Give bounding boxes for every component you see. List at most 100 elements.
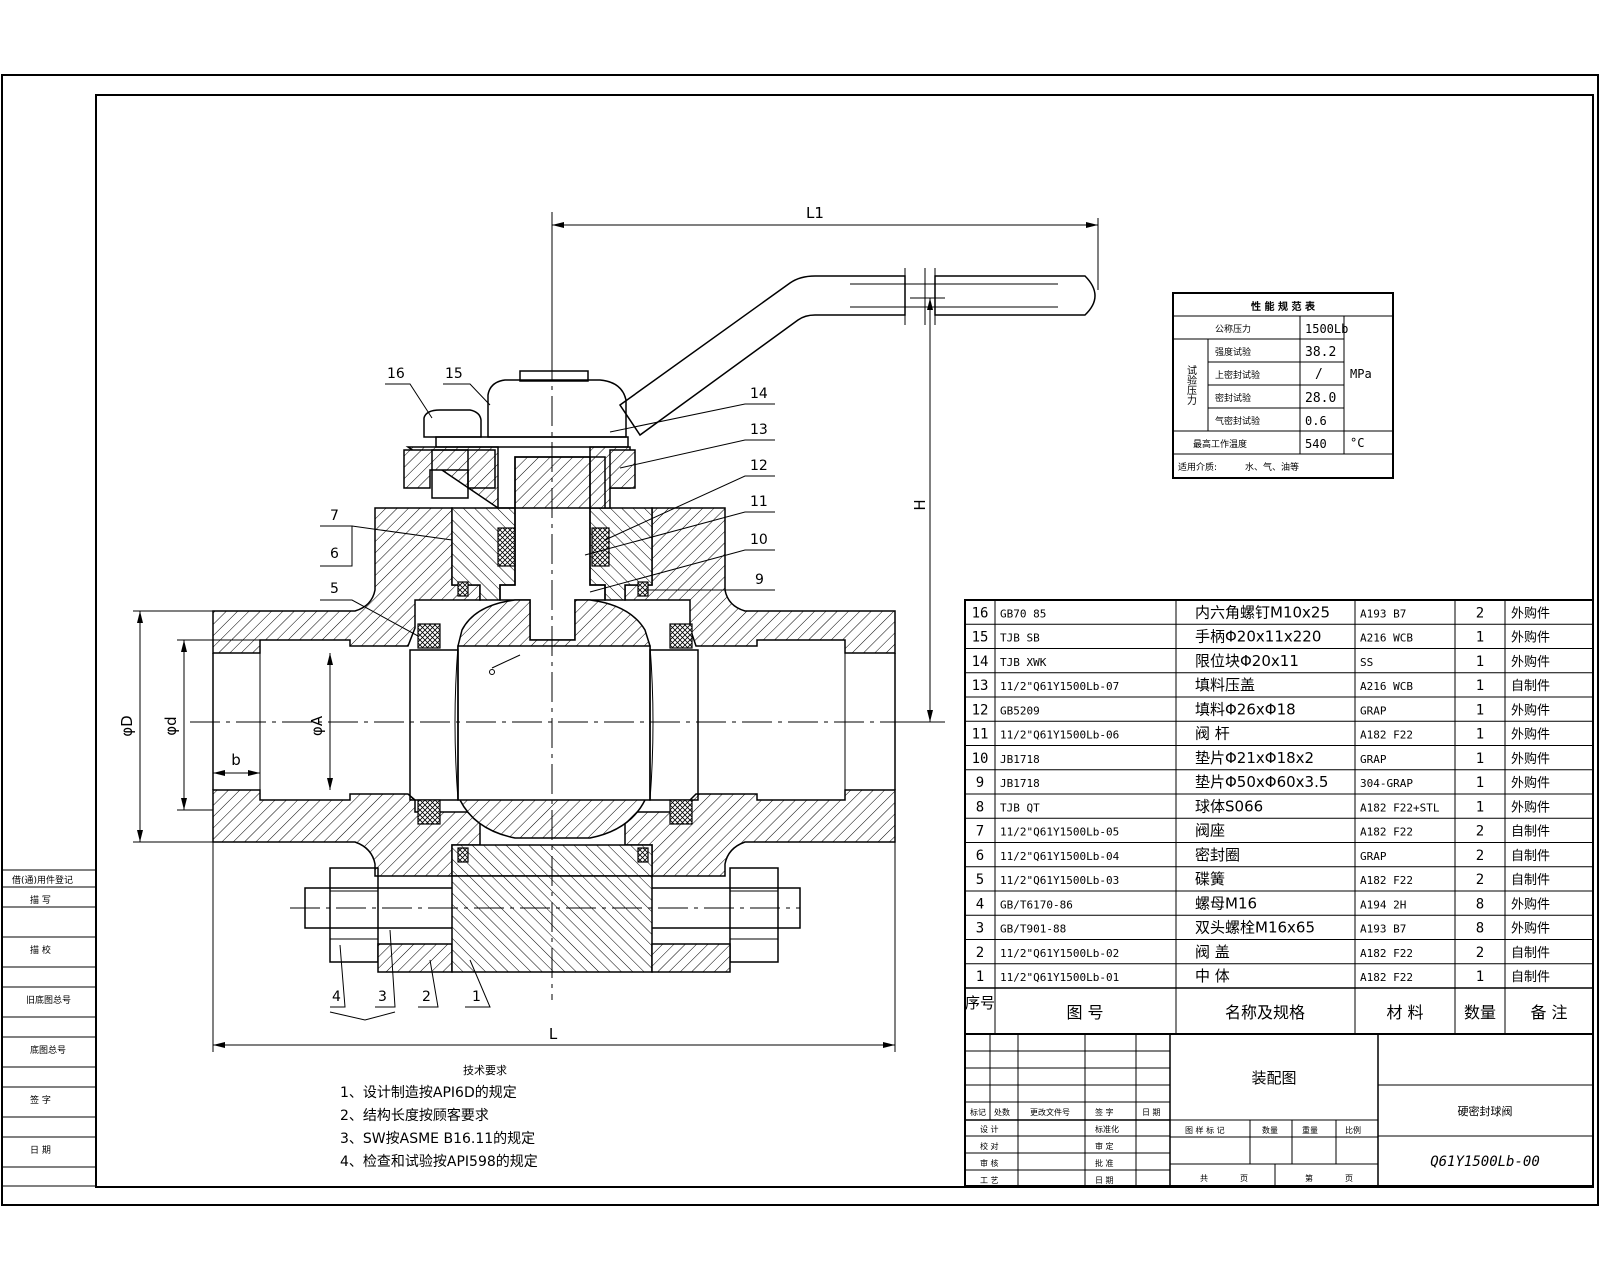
parts-row-6-name: 密封圈 xyxy=(1195,846,1240,864)
parts-row-15-name: 手柄Φ20x11x220 xyxy=(1195,628,1321,646)
callout-5: 5 xyxy=(330,581,339,597)
parts-row-11-qty: 1 xyxy=(1476,727,1484,743)
parts-row-2-no: 2 xyxy=(976,945,984,961)
strip-label-1: 描 写 xyxy=(30,894,51,906)
callout-12: 12 xyxy=(750,458,768,474)
strip-label-3: 旧底图总号 xyxy=(26,994,71,1006)
parts-row-4-mat: A194 2H xyxy=(1360,898,1406,911)
parts-row-4-qty: 8 xyxy=(1476,896,1484,912)
handle-tip xyxy=(934,275,1096,316)
title-block: 标记 处数 更改文件号 签 字 日 期 设 计 校 对 审 核 工 艺 标准化 … xyxy=(964,1033,1594,1187)
parts-row-2-qty: 2 xyxy=(1476,945,1484,961)
parts-row-13-qty: 1 xyxy=(1476,678,1484,694)
parts-row-6-mat: GRAP xyxy=(1360,850,1387,863)
parts-header-qty: 数量 xyxy=(1464,1003,1496,1022)
callout-4: 4 xyxy=(332,989,341,1005)
parts-header-no: 序号 xyxy=(965,994,995,1012)
drawing-number: Q61Y1500Lb-00 xyxy=(1430,1154,1540,1170)
callout-3: 3 xyxy=(378,989,387,1005)
callout-13: 13 xyxy=(750,422,768,438)
parts-row-9-qty: 1 xyxy=(1476,775,1484,791)
parts-row-13-name: 填料压盖 xyxy=(1195,676,1255,694)
seal-lr xyxy=(669,799,693,825)
outer-border xyxy=(1,74,1599,1206)
parts-row-2-code: 11/2"Q61Y1500Lb-02 xyxy=(1000,947,1119,960)
strip-label-2: 描 校 xyxy=(30,944,51,956)
parts-row-12-no: 12 xyxy=(972,702,989,718)
seal-ll xyxy=(417,799,441,825)
parts-row-16-no: 16 xyxy=(972,605,989,621)
performance-table: 性 能 规 范 表 试验压力 公称压力 强度试验 上密封试验 密封试验 气密封试… xyxy=(1172,292,1394,479)
parts-row-5-code: 11/2"Q61Y1500Lb-03 xyxy=(1000,874,1119,887)
parts-row-5-no: 5 xyxy=(976,872,984,888)
hub-top xyxy=(519,370,589,382)
body-bottom-wall xyxy=(212,789,481,877)
parts-row-14-no: 14 xyxy=(972,654,989,670)
lower-flange-right xyxy=(651,943,731,973)
nut-left xyxy=(329,867,379,963)
perf-label-0: 公称压力 xyxy=(1215,323,1251,335)
parts-row-1-no: 1 xyxy=(976,969,984,985)
seal-ur xyxy=(669,623,693,649)
parts-row-2-mat: A182 F22 xyxy=(1360,947,1413,960)
handle-hub xyxy=(487,379,627,438)
parts-row-5-name: 碟簧 xyxy=(1195,870,1225,888)
parts-row-15-code: TJB SB xyxy=(1000,632,1040,645)
parts-row-10-mat: GRAP xyxy=(1360,753,1387,766)
callout-2: 2 xyxy=(422,989,431,1005)
gland-flange-right xyxy=(609,449,636,489)
parts-row-16-code: GB70 85 xyxy=(1000,607,1046,620)
parts-row-9-note: 外购件 xyxy=(1511,775,1550,791)
sign-b2: 批 准 xyxy=(1095,1158,1114,1168)
perf-value-0: 1500Lb xyxy=(1305,322,1348,336)
sign-a1: 校 对 xyxy=(980,1141,999,1151)
perf-label-3: 密封试验 xyxy=(1215,392,1251,404)
parts-row-10-no: 10 xyxy=(972,751,989,767)
parts-row-13-no: 13 xyxy=(972,678,989,694)
perf-label-4: 气密封试验 xyxy=(1215,415,1260,427)
parts-row-7-code: 11/2"Q61Y1500Lb-05 xyxy=(1000,826,1119,839)
body-top-wall xyxy=(212,507,481,654)
parts-row-3-note: 外购件 xyxy=(1511,921,1550,937)
parts-header-code: 图 号 xyxy=(1066,1003,1103,1022)
callout-9: 9 xyxy=(755,572,764,588)
parts-row-1-mat: A182 F22 xyxy=(1360,971,1413,984)
callout-16: 16 xyxy=(387,366,405,382)
dim-phiD: φD xyxy=(118,715,136,736)
tech-title: 技术要求 xyxy=(463,1064,507,1077)
parts-row-14-code: TJB XWK xyxy=(1000,656,1047,669)
parts-row-7-qty: 2 xyxy=(1476,824,1484,840)
callout-6: 6 xyxy=(330,546,339,562)
tech-item-4: 4、检查和试验按API598的规定 xyxy=(340,1154,538,1170)
parts-row-12-name: 填料Φ26xΦ18 xyxy=(1195,700,1296,718)
parts-row-8-no: 8 xyxy=(976,799,984,815)
sheet-no-label: 第 xyxy=(1305,1173,1313,1183)
tech-item-3: 3、SW按ASME B16.11的规定 xyxy=(340,1131,535,1147)
sheet-total-unit: 页 xyxy=(1240,1174,1248,1183)
lower-flange-left xyxy=(377,943,453,973)
parts-row-15-note: 外购件 xyxy=(1511,630,1550,646)
seal-ul xyxy=(417,623,441,649)
perf-value-5: 540 xyxy=(1305,437,1327,451)
dim-H: H xyxy=(911,499,929,510)
parts-row-16-qty: 2 xyxy=(1476,605,1484,621)
gland-flange xyxy=(403,449,496,489)
sheet-total-label: 共 xyxy=(1200,1174,1208,1183)
parts-row-3-code: GB/T901-88 xyxy=(1000,923,1066,936)
parts-row-10-code: JB1718 xyxy=(1000,753,1040,766)
tech-item-1: 1、设计制造按API6D的规定 xyxy=(340,1085,517,1101)
perf-value-4: 0.6 xyxy=(1305,414,1327,428)
perf-value-1: 38.2 xyxy=(1305,345,1336,360)
parts-row-16-mat: A193 B7 xyxy=(1360,607,1406,620)
parts-row-4-name: 螺母M16 xyxy=(1195,894,1257,912)
parts-row-10-name: 垫片Φ21xΦ18x2 xyxy=(1195,749,1314,767)
valve-section-view xyxy=(190,212,1096,1000)
stem-gasket-left xyxy=(457,581,469,597)
parts-row-5-mat: A182 F22 xyxy=(1360,874,1413,887)
dim-L1: L1 xyxy=(806,204,824,222)
parts-row-1-note: 自制件 xyxy=(1511,970,1550,985)
parts-row-8-code: TJB QT xyxy=(1000,801,1040,814)
packing-left xyxy=(497,527,516,567)
